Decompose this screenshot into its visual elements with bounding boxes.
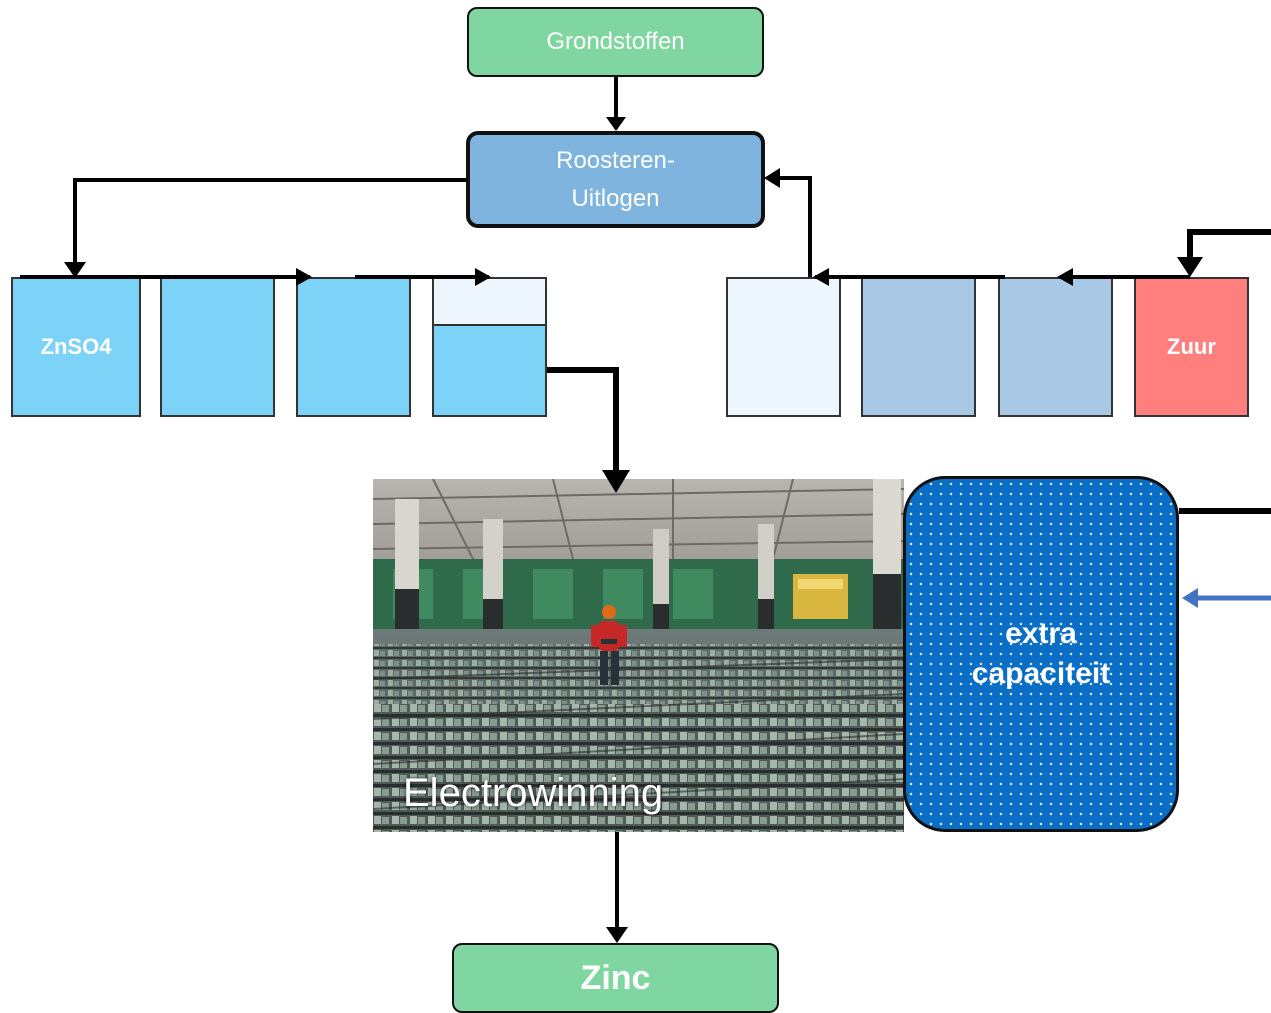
tank-zuur: Zuur <box>1134 277 1249 417</box>
electrowinning-photo: Electrowinning <box>373 479 904 832</box>
tank-zuur-label: Zuur <box>1167 334 1216 359</box>
extra-label-line2: capaciteit <box>971 657 1111 690</box>
tank-znso4-4-bottom <box>432 324 547 417</box>
zinc-box: Zinc <box>452 943 779 1013</box>
arrow-incoming-to-zuur <box>1187 229 1271 268</box>
roosteren-uitlogen-box: Roosteren- Uitlogen <box>466 131 765 228</box>
roosteren-label-line1: Roosteren- <box>556 146 675 174</box>
grondstoffen-label: Grondstoffen <box>546 28 685 55</box>
arrow-head-icons <box>64 117 1203 943</box>
arrow-head-icon <box>606 117 626 131</box>
tank-acid-1 <box>726 277 841 417</box>
arrow-roast-to-znso4 <box>73 178 466 272</box>
tank-znso4-3 <box>296 277 411 417</box>
blue-arrow-head-icon <box>1182 588 1198 608</box>
worker-figure <box>591 605 627 685</box>
zinc-label: Zinc <box>580 958 651 997</box>
grondstoffen-box: Grondstoffen <box>467 7 764 77</box>
arrow-head-icon <box>64 262 86 278</box>
arrow-head-icon <box>475 268 491 286</box>
extra-capaciteit-box: extra capaciteit <box>903 476 1179 832</box>
tank-acid-2 <box>861 277 976 417</box>
arrow-head-icon <box>764 168 780 188</box>
arrow-head-icon <box>602 470 630 493</box>
electrowinning-hall-illustration <box>373 479 904 832</box>
arrow-head-icon <box>1057 268 1073 286</box>
arrow-tank-to-electrowinning <box>547 367 619 488</box>
tank-znso4-label: ZnSO4 <box>40 334 112 359</box>
arrow-head-icon <box>296 268 312 286</box>
electrowinning-label: Electrowinning <box>403 771 664 815</box>
extra-label-line1: extra <box>1005 617 1077 650</box>
arrow-acid-to-roast <box>770 176 812 277</box>
tank-znso4-2 <box>160 277 275 417</box>
tank-acid-3 <box>998 277 1113 417</box>
roosteren-label-line2: Uitlogen <box>571 184 660 212</box>
arrow-head-icon <box>813 268 829 286</box>
tank-znso4: ZnSO4 <box>11 277 141 417</box>
arrow-head-icon <box>1177 257 1203 277</box>
arrow-head-icon <box>606 927 628 943</box>
